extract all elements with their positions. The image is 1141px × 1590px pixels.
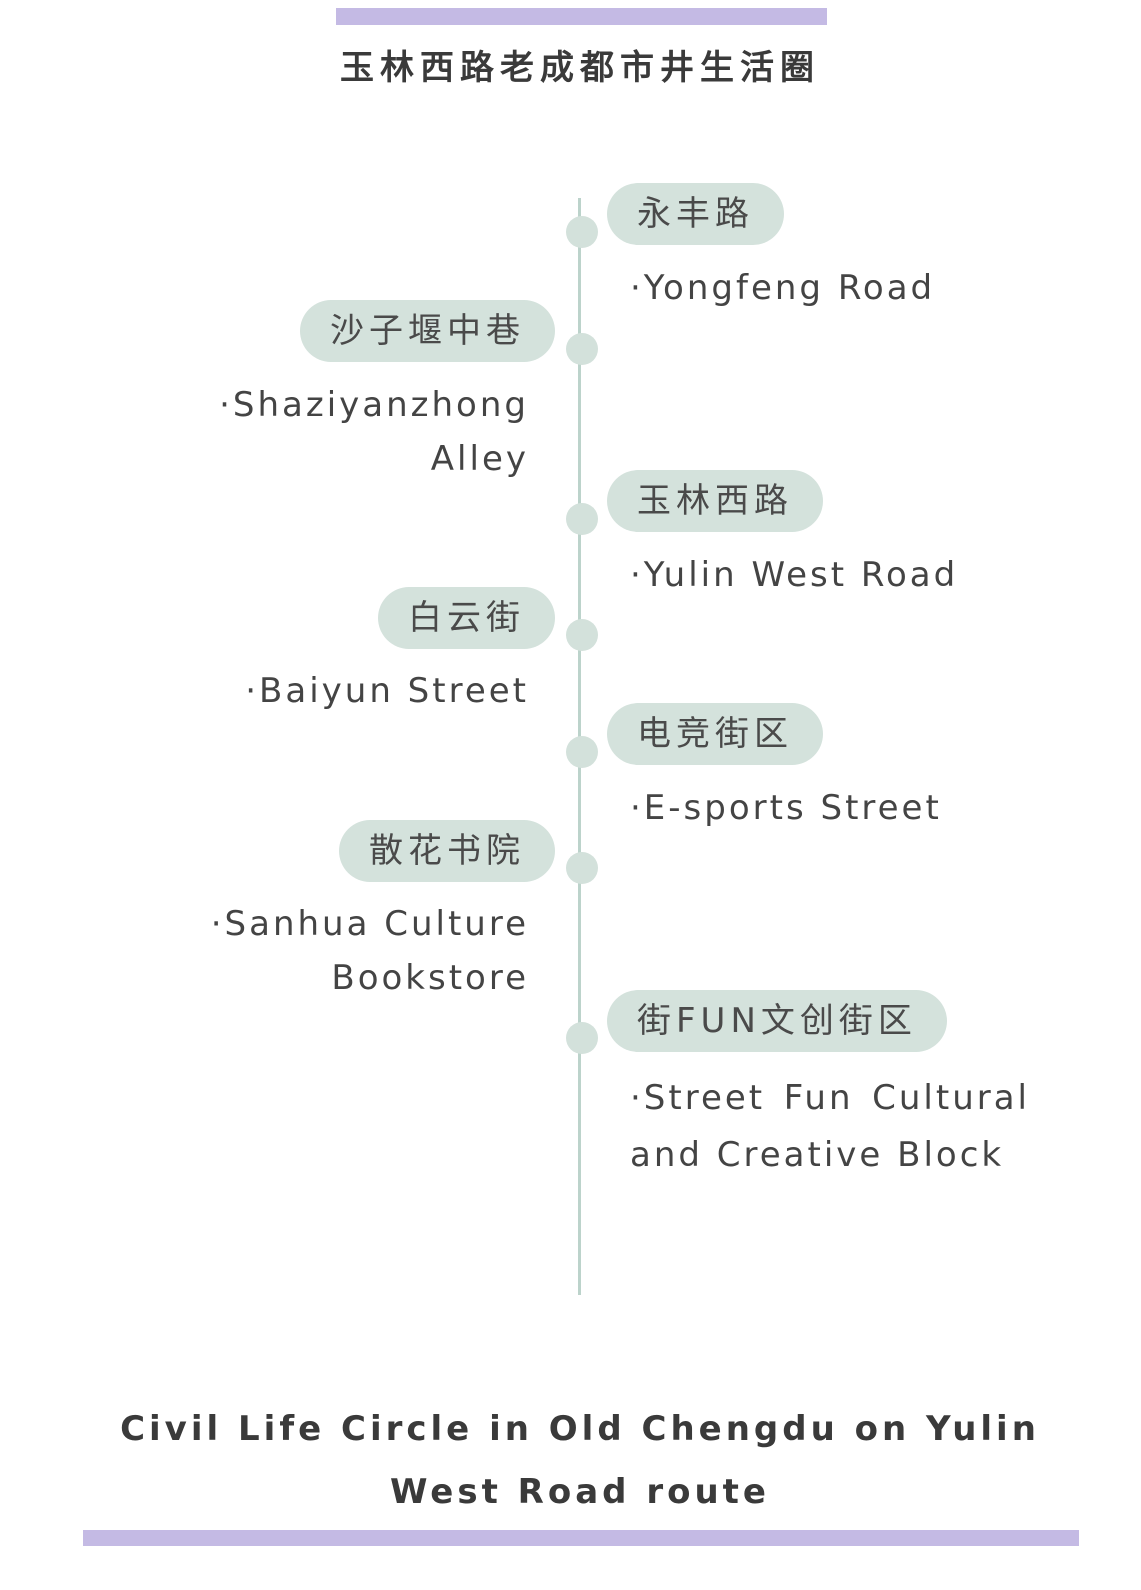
timeline-dot	[566, 852, 598, 884]
stop-label-en: ·Baiyun Street	[245, 671, 529, 711]
stop-label-en: ·Street Fun Cultural and Creative Block	[630, 1078, 1030, 1175]
stop-label-zh: 电竞街区	[607, 703, 823, 765]
bottom-accent-bar	[83, 1530, 1079, 1546]
stop-label-en: ·Shaziyanzhong Alley	[219, 385, 529, 479]
page-title: 玉林西路老成都市井生活圈	[340, 48, 820, 88]
footer-caption: Civil Life Circle in Old Chengdu on Yuli…	[120, 1409, 1040, 1512]
stop-label-en: ·Yongfeng Road	[630, 268, 936, 308]
top-accent-bar	[336, 8, 827, 25]
stop-label-zh: 沙子堰中巷	[300, 300, 555, 362]
timeline-dot	[566, 333, 598, 365]
timeline-dot	[566, 1022, 598, 1054]
stop-label-zh: 街FUN文创街区	[607, 990, 947, 1052]
stop-label-en: ·Yulin West Road	[630, 555, 959, 595]
timeline-dot	[566, 736, 598, 768]
stop-label-zh: 散花书院	[339, 820, 555, 882]
stop-label-zh: 玉林西路	[607, 470, 823, 532]
timeline-dot	[566, 503, 598, 535]
stop-label-en: ·Sanhua Culture Bookstore	[210, 904, 529, 998]
stop-label-zh: 永丰路	[607, 183, 784, 245]
stop-label-zh: 白云街	[378, 587, 555, 649]
stop-label-en: ·E-sports Street	[630, 788, 942, 828]
timeline-dot	[566, 216, 598, 248]
timeline-dot	[566, 619, 598, 651]
